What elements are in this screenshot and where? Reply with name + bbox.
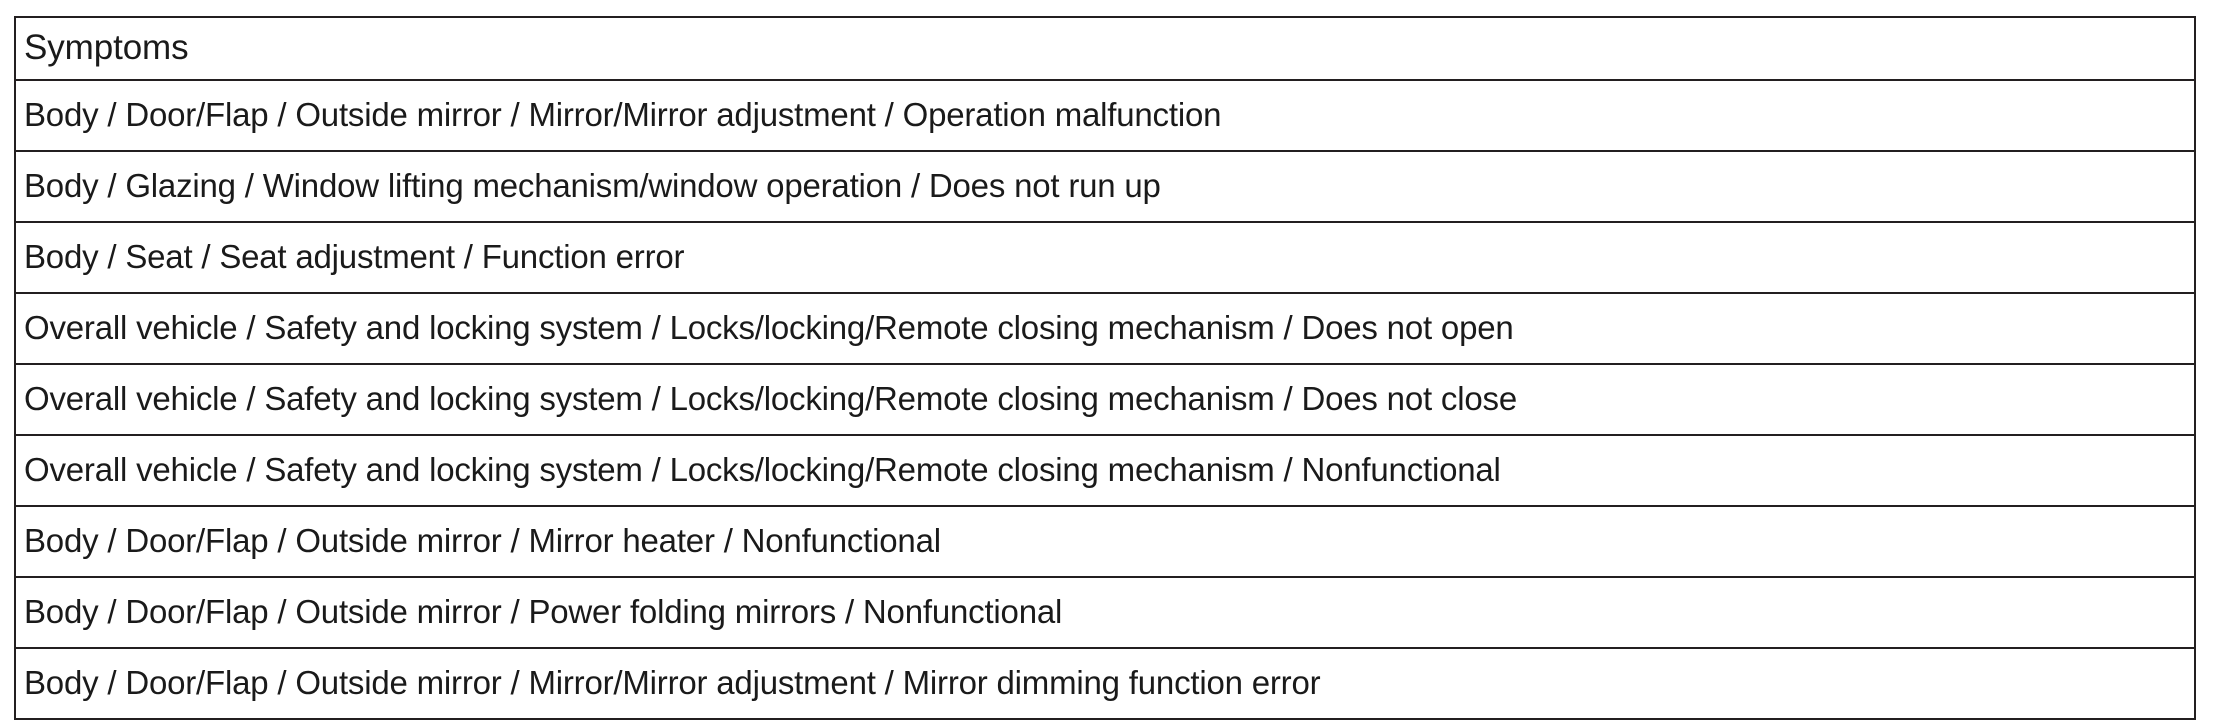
table-row: Body / Door/Flap / Outside mirror / Mirr… <box>14 647 2196 720</box>
symptom-cell: Body / Door/Flap / Outside mirror / Mirr… <box>14 647 2196 720</box>
symptoms-table-body: Body / Door/Flap / Outside mirror / Mirr… <box>14 79 2196 720</box>
table-row: Body / Door/Flap / Outside mirror / Powe… <box>14 576 2196 649</box>
column-header-symptoms: Symptoms <box>14 16 2196 81</box>
symptom-cell: Body / Door/Flap / Outside mirror / Mirr… <box>14 79 2196 152</box>
symptom-cell: Body / Door/Flap / Outside mirror / Powe… <box>14 576 2196 649</box>
symptom-cell: Body / Seat / Seat adjustment / Function… <box>14 221 2196 294</box>
symptom-cell: Overall vehicle / Safety and locking sys… <box>14 292 2196 365</box>
table-header-row: Symptoms <box>14 16 2196 81</box>
symptoms-table: Symptoms Body / Door/Flap / Outside mirr… <box>14 16 2196 720</box>
table-row: Overall vehicle / Safety and locking sys… <box>14 434 2196 507</box>
symptoms-table-container: Symptoms Body / Door/Flap / Outside mirr… <box>14 16 2196 720</box>
table-row: Overall vehicle / Safety and locking sys… <box>14 363 2196 436</box>
symptom-cell: Overall vehicle / Safety and locking sys… <box>14 434 2196 507</box>
table-row: Body / Glazing / Window lifting mechanis… <box>14 150 2196 223</box>
symptom-cell: Overall vehicle / Safety and locking sys… <box>14 363 2196 436</box>
symptom-cell: Body / Door/Flap / Outside mirror / Mirr… <box>14 505 2196 578</box>
table-row: Body / Door/Flap / Outside mirror / Mirr… <box>14 505 2196 578</box>
symptoms-table-head: Symptoms <box>14 16 2196 81</box>
table-row: Body / Door/Flap / Outside mirror / Mirr… <box>14 79 2196 152</box>
symptom-cell: Body / Glazing / Window lifting mechanis… <box>14 150 2196 223</box>
table-row: Overall vehicle / Safety and locking sys… <box>14 292 2196 365</box>
table-row: Body / Seat / Seat adjustment / Function… <box>14 221 2196 294</box>
